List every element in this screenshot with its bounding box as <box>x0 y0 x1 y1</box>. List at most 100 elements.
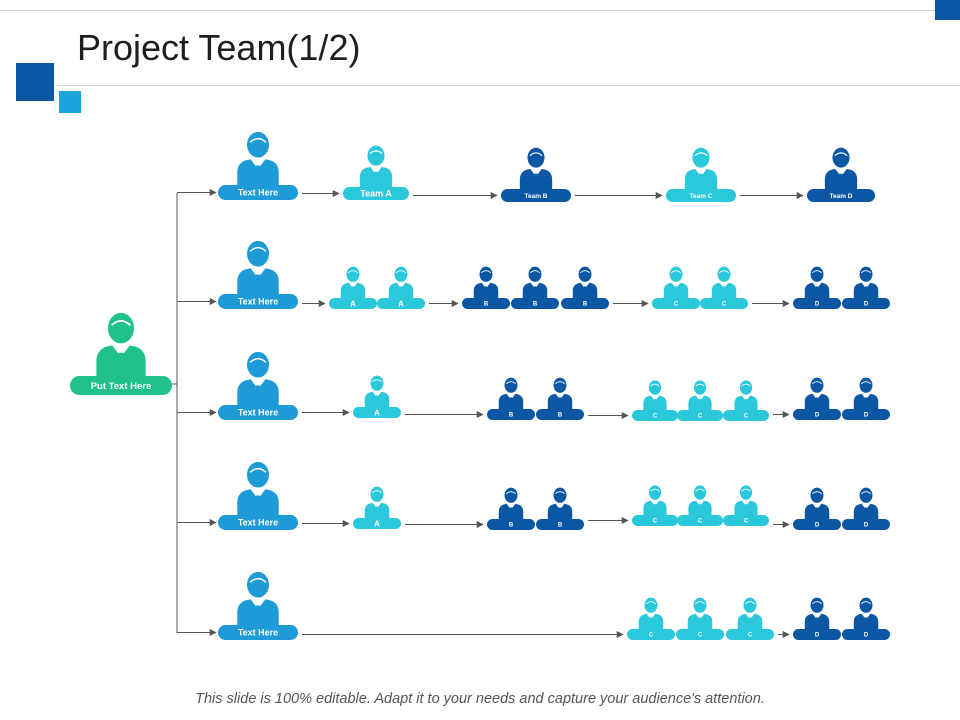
name-label: Text Here <box>238 297 278 307</box>
person-icon <box>853 265 879 298</box>
name-plaque <box>666 189 736 202</box>
team-member: C <box>677 484 723 526</box>
name-plaque <box>70 376 172 395</box>
name-plaque <box>842 298 890 309</box>
team-member: D <box>793 596 841 640</box>
team-member: C <box>700 265 748 309</box>
name-label: Team D <box>830 193 853 200</box>
name-label: B <box>558 413 563 419</box>
team-member: D <box>793 486 841 530</box>
team-member: D <box>842 486 890 530</box>
name-label: Text Here <box>238 518 278 528</box>
person-icon <box>340 265 366 298</box>
person-icon <box>688 484 712 515</box>
name-label: C <box>698 414 703 420</box>
team-member: B <box>536 376 584 420</box>
name-label: D <box>864 413 869 419</box>
name-label: D <box>815 523 820 529</box>
name-plaque <box>487 519 535 530</box>
team-member: A <box>353 374 401 418</box>
name-label: D <box>815 633 820 639</box>
team-member: C <box>652 265 700 309</box>
name-label: Text Here <box>238 188 278 198</box>
person-icon <box>734 484 758 515</box>
team-member: D <box>842 376 890 420</box>
name-label: B <box>484 302 489 308</box>
name-plaque <box>652 298 700 309</box>
name-label: D <box>864 302 869 308</box>
footer-note: This slide is 100% editable. Adapt it to… <box>195 691 765 707</box>
person-icon <box>804 376 830 409</box>
person-icon <box>663 265 689 298</box>
team-a-group: A <box>353 374 401 418</box>
name-plaque <box>462 298 510 309</box>
name-label: Text Here <box>238 408 278 418</box>
name-label: D <box>864 523 869 529</box>
name-plaque <box>793 519 841 530</box>
name-plaque <box>677 410 723 421</box>
person-icon <box>804 486 830 519</box>
person-icon <box>853 486 879 519</box>
page-title: Project Team(1/2) <box>77 27 361 68</box>
team-leader: Text Here <box>218 460 298 530</box>
name-plaque <box>632 410 678 421</box>
name-plaque <box>353 518 401 529</box>
name-plaque <box>218 185 298 200</box>
title-rule <box>57 85 960 86</box>
name-label: Team A <box>360 189 392 199</box>
name-label: C <box>744 414 749 420</box>
team-member: Team B <box>501 146 571 202</box>
name-label: C <box>698 519 703 525</box>
name-plaque <box>343 187 409 200</box>
title-accent-square-small <box>59 91 81 113</box>
person-icon <box>684 146 718 189</box>
person-icon <box>547 376 573 409</box>
name-label: C <box>722 302 727 308</box>
name-label: B <box>583 302 588 308</box>
top-rule <box>0 10 935 11</box>
team-member: A <box>353 485 401 529</box>
person-icon <box>364 374 390 407</box>
name-label: C <box>674 302 679 308</box>
team-a-group: Team A <box>343 144 409 200</box>
name-plaque <box>561 298 609 309</box>
team-member: D <box>842 265 890 309</box>
person-icon <box>96 310 146 376</box>
name-plaque <box>536 519 584 530</box>
team-c-group: Team C <box>666 146 736 202</box>
person-icon <box>643 484 667 515</box>
corner-accent-square <box>935 0 960 20</box>
team-member: B <box>536 486 584 530</box>
team-member: D <box>793 376 841 420</box>
name-label: D <box>815 413 820 419</box>
name-plaque <box>627 629 675 640</box>
name-label: C <box>653 519 658 525</box>
name-label: D <box>864 633 869 639</box>
team-member: B <box>511 265 559 309</box>
team-member: B <box>487 486 535 530</box>
team-b-group: Team B <box>501 146 571 202</box>
person-icon <box>643 379 667 410</box>
team-member: Team D <box>807 146 875 202</box>
person-icon <box>737 596 763 629</box>
person-icon <box>388 265 414 298</box>
team-member: B <box>462 265 510 309</box>
name-label: B <box>558 523 563 529</box>
team-member: C <box>627 596 675 640</box>
name-plaque <box>218 515 298 530</box>
person-icon <box>522 265 548 298</box>
name-plaque <box>700 298 748 309</box>
name-plaque <box>377 298 425 309</box>
team-member: C <box>632 484 678 526</box>
name-plaque <box>353 407 401 418</box>
person-icon <box>237 350 279 405</box>
name-label: D <box>815 302 820 308</box>
team-member: C <box>726 596 774 640</box>
name-label: A <box>374 408 380 417</box>
person-icon <box>237 239 279 294</box>
team-member: B <box>487 376 535 420</box>
person-icon <box>519 146 553 189</box>
